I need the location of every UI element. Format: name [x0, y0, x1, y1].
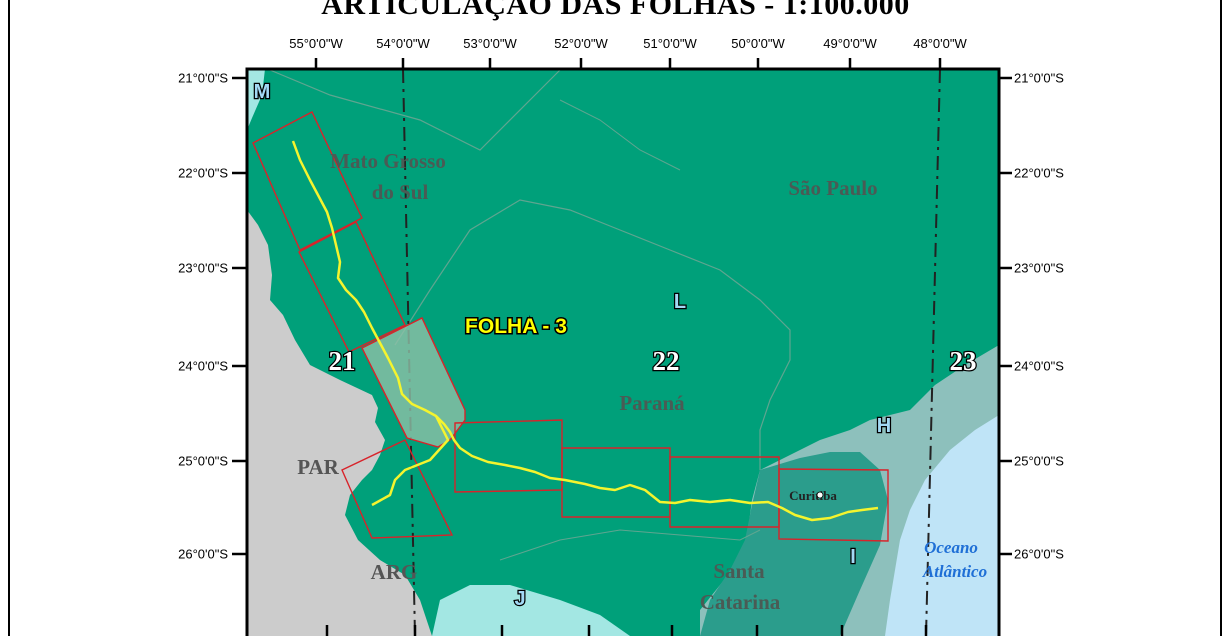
- state-label-parana: Paraná: [619, 391, 685, 415]
- region-labels: Mato Grosso do Sul São Paulo Paraná Sant…: [297, 149, 987, 614]
- zone-number: 22: [653, 346, 680, 376]
- latitude-label-right: 21°0'0"S: [1014, 70, 1064, 86]
- page-title: ARTICULAÇÃO DAS FOLHAS - 1:100.000: [321, 0, 910, 21]
- chart-letter: J: [514, 588, 525, 610]
- state-label-santa-catarina: Santa: [713, 559, 765, 583]
- ocean-label: Oceano: [924, 538, 978, 557]
- axis-ticks: [232, 58, 1012, 636]
- latitude-label-right: 25°0'0"S: [1014, 453, 1064, 469]
- state-label-mato-grosso: do Sul: [372, 180, 429, 204]
- chart-letter: L: [674, 291, 686, 313]
- ocean-label: Atlântico: [922, 562, 987, 581]
- longitude-label: 52°0'0"W: [554, 36, 608, 51]
- latitude-label-left: 21°0'0"S: [178, 70, 228, 86]
- longitude-label: 48°0'0"W: [913, 36, 967, 51]
- latitude-label-right: 23°0'0"S: [1014, 260, 1064, 276]
- city-label-curitiba: Curitiba: [789, 488, 837, 503]
- longitude-label: 53°0'0"W: [463, 36, 517, 51]
- longitude-label: 51°0'0"W: [643, 36, 697, 51]
- map-border: [245, 67, 1001, 636]
- latitude-label-left: 26°0'0"S: [178, 546, 228, 562]
- latitude-label-left: 25°0'0"S: [178, 453, 228, 469]
- chart-letter: I: [850, 546, 856, 568]
- sheet-outline: [341, 439, 454, 539]
- zone-boundary-line: [925, 69, 941, 636]
- highlight-sheet-label: FOLHA - 3: [465, 315, 567, 338]
- neighbor-countries-region: [247, 210, 432, 636]
- country-label-argentina: ARG: [371, 560, 418, 584]
- longitude-label: 54°0'0"W: [376, 36, 430, 51]
- map-frame: [8, 0, 1222, 636]
- sheet-outline: [298, 221, 406, 353]
- sheet-outline: [252, 111, 363, 251]
- state-border: [394, 199, 791, 470]
- chart-letters: M L H I J: [252, 80, 892, 612]
- zone-numbers: 21 22 23: [327, 345, 978, 378]
- sheet-outline: [778, 468, 889, 542]
- state-label-santa-catarina: Catarina: [700, 590, 781, 614]
- latitude-label-left: 23°0'0"S: [178, 260, 228, 276]
- city-marker: [816, 491, 824, 499]
- latitude-label-left: 22°0'0"S: [178, 165, 228, 181]
- state-label-sao-paulo: São Paulo: [788, 176, 877, 200]
- chart-letter: H: [877, 415, 891, 437]
- south-cyan-region: [432, 585, 630, 636]
- latitude-label-right: 26°0'0"S: [1014, 546, 1064, 562]
- ocean-area: [885, 415, 999, 636]
- state-border: [559, 99, 681, 171]
- coastal-band: [700, 452, 888, 636]
- latitude-label-left: 24°0'0"S: [178, 358, 228, 374]
- state-border: [499, 529, 761, 561]
- zone-number: 21: [329, 346, 356, 376]
- cyan-corner-region: [247, 69, 265, 130]
- longitude-label: 55°0'0"W: [289, 36, 343, 51]
- sheet-outline: [361, 317, 466, 448]
- chart-letter: M: [254, 81, 271, 103]
- highlighted-sheet-fill: [362, 318, 465, 447]
- river-line: [291, 140, 879, 522]
- map-body: [247, 69, 999, 636]
- longitude-label: 50°0'0"W: [731, 36, 785, 51]
- latitude-label-right: 24°0'0"S: [1014, 358, 1064, 374]
- country-label-paraguay: PAR: [297, 455, 339, 479]
- zone-number: 23: [950, 346, 977, 376]
- latitude-label-right: 22°0'0"S: [1014, 165, 1064, 181]
- state-border: [269, 69, 561, 151]
- longitude-label: 49°0'0"W: [823, 36, 877, 51]
- state-label-mato-grosso: Mato Grosso: [330, 149, 446, 173]
